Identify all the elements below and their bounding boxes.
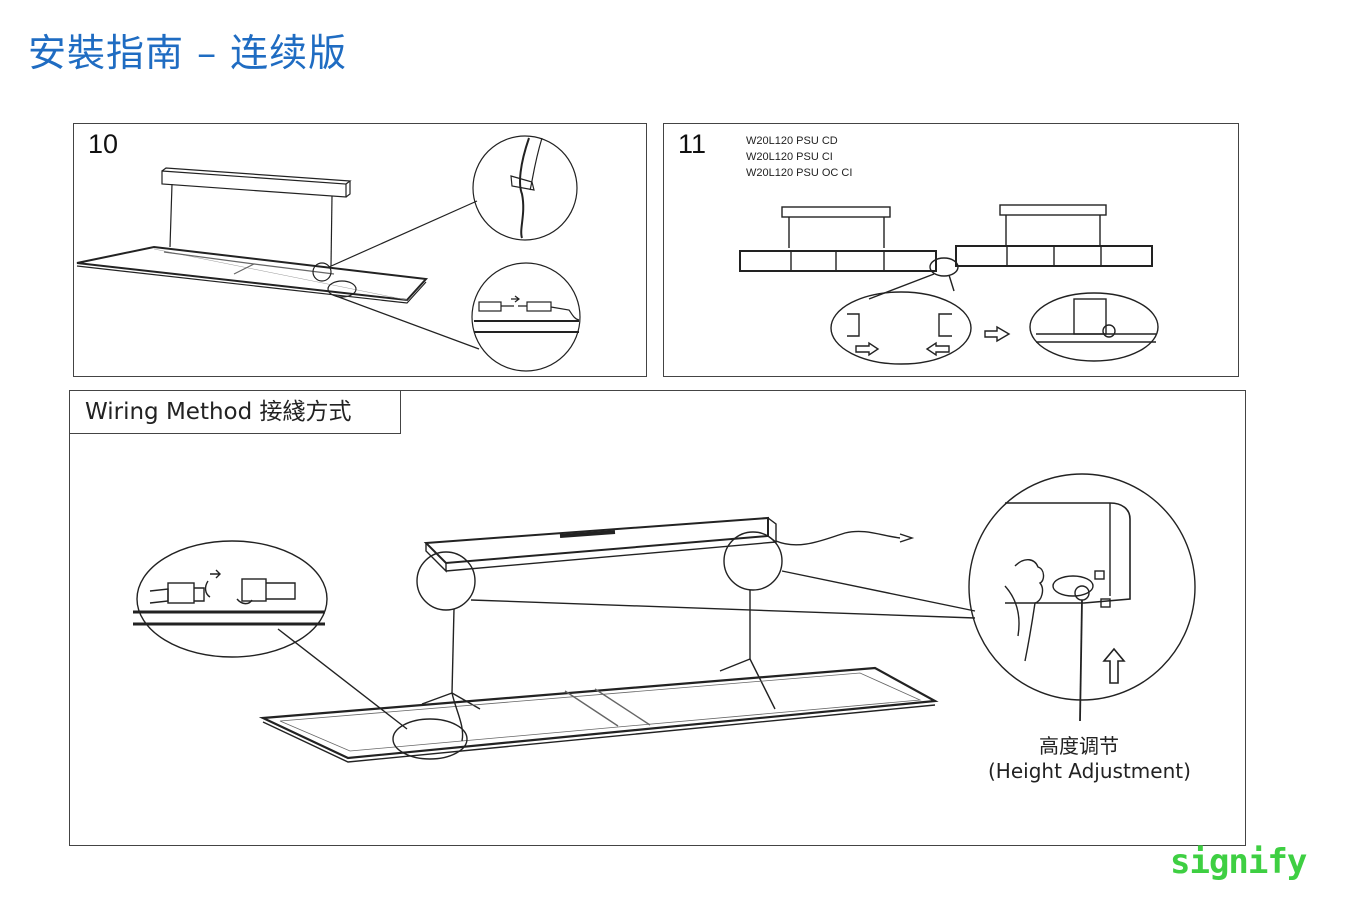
step-11-illustration	[739, 204, 1159, 365]
wiring-illustration	[133, 473, 1196, 763]
model-item: W20L120 PSU CI	[746, 151, 833, 163]
model-list: W20L120 PSU CD W20L120 PSU CI W20L120 PS…	[746, 133, 852, 181]
signify-logo: signify	[1170, 842, 1307, 882]
step-10-panel: 10	[73, 123, 647, 377]
step-number: 10	[88, 129, 119, 159]
height-adjust-label-cn: 高度调节	[1039, 734, 1119, 758]
model-item: W20L120 PSU OC CI	[746, 167, 853, 179]
step-number: 11	[678, 129, 707, 159]
height-adjust-label-en: (Height Adjustment)	[988, 759, 1191, 783]
wiring-panel: Wiring Method 接綫方式	[69, 390, 1246, 846]
step-10-illustration	[76, 135, 581, 372]
wiring-method-label: Wiring Method 接綫方式	[69, 390, 401, 434]
model-item: W20L120 PSU CD	[746, 135, 838, 147]
step-11-panel: 11 W20L120 PSU CD W20L120 PSU CI W20L120…	[663, 123, 1239, 377]
page-title: 安裝指南 – 连续版	[28, 31, 348, 75]
